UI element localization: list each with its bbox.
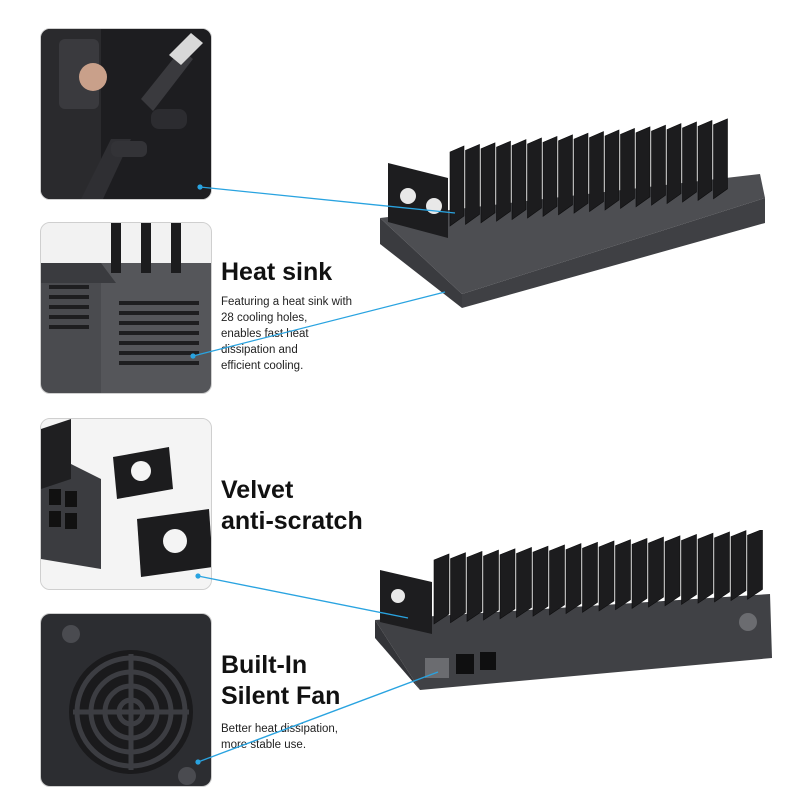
- text-line: Better heat dissipation,: [221, 723, 338, 735]
- divider-plates-illustration: [41, 419, 211, 589]
- text-line: Built-In: [221, 651, 308, 679]
- text-line: dissipation and: [221, 344, 298, 356]
- divider-slots: [433, 530, 763, 625]
- text-line: anti-scratch: [221, 507, 363, 535]
- text-line: Heat sink: [221, 258, 333, 286]
- divider-plate: [466, 550, 483, 622]
- divider-plate: [558, 134, 573, 216]
- text-line: Velvet: [221, 476, 294, 504]
- divider-plate: [681, 534, 697, 606]
- divider-plate: [648, 536, 664, 608]
- divider-plate: [433, 553, 450, 625]
- divider-plate: [682, 121, 697, 203]
- divider-plate: [664, 535, 681, 607]
- callout-line-fan: [197, 671, 439, 763]
- divider-plate: [480, 142, 496, 224]
- feature-desc-heat-sink: Featuring a heat sink with 28 cooling hol…: [221, 294, 381, 374]
- text-line: 28 cooling holes,: [221, 312, 308, 324]
- detail-photo-heat-sink: [40, 222, 212, 394]
- dot-marker-icon: [190, 353, 196, 359]
- divider-plate: [697, 119, 713, 201]
- callout-line-cable-holder: [199, 186, 456, 214]
- divider-plate: [582, 541, 598, 613]
- divider-plate: [714, 531, 730, 603]
- divider-plate: [516, 547, 532, 619]
- divider-plate: [499, 548, 516, 620]
- divider-plate: [527, 137, 542, 219]
- detail-photo-divider-plates: [40, 418, 212, 590]
- divider-plate: [730, 530, 747, 602]
- divider-plate: [747, 530, 763, 600]
- text-line: enables fast heat: [221, 328, 309, 340]
- charging-station-product-top: [380, 118, 765, 308]
- divider-plate: [573, 132, 589, 214]
- divider-plate: [511, 139, 527, 221]
- dot-marker-icon: [195, 759, 201, 765]
- feature-desc-fan: Better heat dissipation, more stable use.: [221, 721, 371, 753]
- divider-plate: [532, 545, 549, 617]
- divider-slots: [449, 118, 728, 227]
- divider-plate: [496, 140, 511, 222]
- divider-plate: [713, 118, 728, 200]
- dot-marker-icon: [195, 573, 201, 579]
- divider-plate: [565, 543, 582, 615]
- text-line: efficient cooling.: [221, 360, 304, 372]
- heat-sink-illustration: [41, 223, 211, 393]
- feature-title-heat-sink: Heat sink: [221, 257, 332, 288]
- divider-plate: [449, 145, 465, 227]
- text-line: more stable use.: [221, 739, 307, 751]
- divider-plate: [631, 537, 648, 609]
- divider-plate: [598, 540, 615, 612]
- callout-line-velvet: [197, 575, 409, 619]
- detail-photo-cable-holder: [40, 28, 212, 200]
- divider-plate: [542, 135, 558, 217]
- divider-plate: [465, 143, 480, 225]
- charging-station-product-bottom: [375, 530, 772, 690]
- divider-plate: [450, 552, 466, 624]
- cable-holder-illustration: [41, 29, 211, 199]
- divider-plate: [620, 127, 635, 209]
- detail-photo-fan: [40, 613, 212, 787]
- divider-plate: [697, 532, 714, 604]
- divider-plate: [651, 124, 666, 206]
- divider-plate: [549, 544, 565, 616]
- divider-plate: [604, 129, 620, 211]
- callout-line-heat-sink: [192, 291, 446, 357]
- text-line: Featuring a heat sink with: [221, 296, 353, 308]
- text-line: Silent Fan: [221, 682, 341, 710]
- feature-title-velvet: Velvet anti-scratch: [221, 475, 363, 537]
- fan-illustration: [41, 614, 211, 786]
- divider-plate: [589, 131, 604, 213]
- dot-marker-icon: [197, 184, 203, 190]
- divider-plate: [483, 549, 499, 621]
- divider-plate: [666, 123, 682, 205]
- divider-plate: [615, 539, 631, 611]
- divider-plate: [635, 126, 651, 208]
